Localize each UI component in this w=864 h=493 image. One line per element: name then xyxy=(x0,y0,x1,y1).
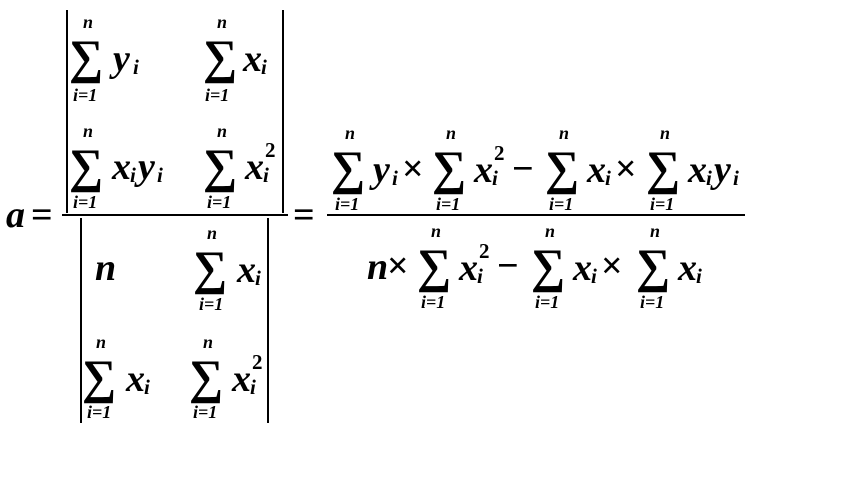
subscript-i: i xyxy=(477,264,483,288)
times-sign: × xyxy=(387,245,409,287)
det-bar-left xyxy=(66,10,68,213)
sum-lower: i=1 xyxy=(199,294,224,314)
sum-lower: i=1 xyxy=(436,194,461,214)
sigma-symbol: ∑ xyxy=(636,240,671,293)
var-x: x xyxy=(573,247,592,289)
sigma-symbol: ∑ xyxy=(417,240,452,293)
var-n: n xyxy=(367,246,389,288)
subscript-i: i xyxy=(261,55,267,79)
sum-upper: n xyxy=(446,123,457,143)
var-x: x xyxy=(112,146,131,188)
sum-lower: i=1 xyxy=(421,292,446,312)
subscript-i: i xyxy=(591,264,597,288)
minus-sign: − xyxy=(497,245,519,287)
sum-upper: n xyxy=(650,221,661,241)
sum-lower: i=1 xyxy=(193,402,218,422)
var-y: y xyxy=(373,149,390,191)
times-sign: × xyxy=(615,148,637,190)
sum-lower: i=1 xyxy=(87,402,112,422)
sum-lower: i=1 xyxy=(650,194,675,214)
var-x: x xyxy=(237,249,256,291)
var-x: x xyxy=(688,149,707,191)
sum-upper: n xyxy=(545,221,556,241)
superscript-2: 2 xyxy=(252,350,263,374)
sigma-symbol: ∑ xyxy=(189,351,224,404)
sum-upper: n xyxy=(203,332,214,352)
sigma-symbol: ∑ xyxy=(82,351,117,404)
subscript-i: i xyxy=(263,163,269,187)
var-y: y xyxy=(714,149,731,191)
sigma-symbol: ∑ xyxy=(69,140,104,193)
var-x: x xyxy=(243,38,262,80)
subscript-i: i xyxy=(144,375,150,399)
var-x: x xyxy=(126,358,145,400)
sum-upper: n xyxy=(207,223,218,243)
minus-sign: − xyxy=(512,148,534,190)
equals-sign: = xyxy=(31,194,53,236)
sum-upper: n xyxy=(431,221,442,241)
subscript-i: i xyxy=(492,166,498,190)
subscript-i: i xyxy=(706,166,712,190)
sum-upper: n xyxy=(559,123,570,143)
var-x: x xyxy=(232,358,251,400)
var-x: x xyxy=(678,247,697,289)
sum-lower: i=1 xyxy=(73,85,98,105)
sigma-symbol: ∑ xyxy=(69,31,104,84)
sum-lower: i=1 xyxy=(73,192,98,212)
sum-lower: i=1 xyxy=(335,194,360,214)
sigma-symbol: ∑ xyxy=(432,142,467,195)
sigma-symbol: ∑ xyxy=(531,240,566,293)
sum-upper: n xyxy=(83,12,94,32)
var-y: y xyxy=(113,38,130,80)
sum-upper: n xyxy=(83,121,94,141)
det-bar-left xyxy=(80,218,82,423)
var-x: x xyxy=(459,247,478,289)
times-sign: × xyxy=(601,245,623,287)
subscript-i: i xyxy=(133,55,139,79)
sigma-symbol: ∑ xyxy=(203,31,238,84)
sum-lower: i=1 xyxy=(205,85,230,105)
var-y: y xyxy=(138,146,155,188)
sum-upper: n xyxy=(660,123,671,143)
sum-lower: i=1 xyxy=(549,194,574,214)
sigma-symbol: ∑ xyxy=(646,142,681,195)
det-bar-right xyxy=(267,218,269,423)
sum-upper: n xyxy=(217,12,228,32)
var-x: x xyxy=(587,149,606,191)
sum-upper: n xyxy=(345,123,356,143)
subscript-i: i xyxy=(255,266,261,290)
expanded-fraction-bar xyxy=(327,214,745,216)
det-bar-right xyxy=(282,10,284,213)
sum-lower: i=1 xyxy=(640,292,665,312)
subscript-i: i xyxy=(130,163,136,187)
sigma-symbol: ∑ xyxy=(193,242,228,295)
sum-lower: i=1 xyxy=(207,192,232,212)
superscript-2: 2 xyxy=(494,141,505,165)
sum-upper: n xyxy=(217,121,228,141)
sigma-symbol: ∑ xyxy=(545,142,580,195)
subscript-i: i xyxy=(696,264,702,288)
var-n: n xyxy=(95,247,117,289)
superscript-2: 2 xyxy=(479,239,490,263)
var-x: x xyxy=(245,146,264,188)
var-x: x xyxy=(474,149,493,191)
sigma-symbol: ∑ xyxy=(203,140,238,193)
subscript-i: i xyxy=(157,163,163,187)
sum-upper: n xyxy=(96,332,107,352)
sigma-symbol: ∑ xyxy=(331,142,366,195)
main-fraction-bar xyxy=(62,214,288,216)
subscript-i: i xyxy=(605,166,611,190)
sum-lower: i=1 xyxy=(535,292,560,312)
equals-sign: = xyxy=(293,194,315,236)
superscript-2: 2 xyxy=(265,138,276,162)
subscript-i: i xyxy=(392,166,398,190)
lhs-variable: a xyxy=(6,194,25,236)
times-sign: × xyxy=(402,148,424,190)
subscript-i: i xyxy=(250,375,256,399)
subscript-i: i xyxy=(733,166,739,190)
